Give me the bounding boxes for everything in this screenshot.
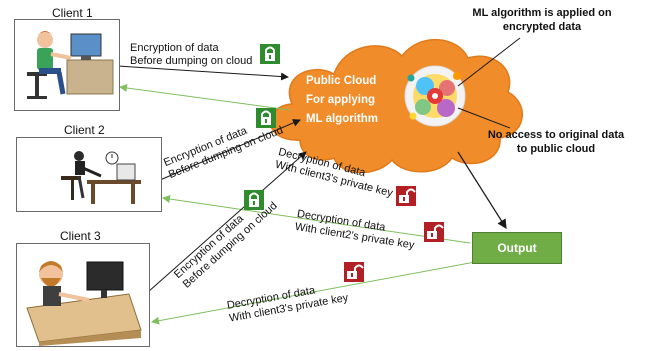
locked-padlock-icon [260,44,280,64]
client1-label: Client 1 [52,6,93,20]
client1-encryption-label: Encryption of data Before dumping on clo… [130,42,253,67]
arrow-client1-to-cloud [117,65,289,81]
client1-illustration [14,19,120,111]
pointer-ml-applied [457,37,521,87]
output-box: Output [472,232,562,264]
arrow-output-to-client2 [162,195,471,244]
bearded-man-at-computer-icon [26,261,142,346]
arrow-output-to-client3 [151,261,476,325]
arrow-cloud-to-client1 [119,83,291,111]
cloud-subtitle-1: For applying [306,94,375,106]
unlocked-padlock-icon [424,222,444,242]
unlocked-padlock-icon [396,186,416,206]
ml-gears-image [404,65,466,127]
person-at-computer-icon [27,31,114,99]
arrow-client2-to-cloud [159,119,301,181]
client3-illustration [16,243,150,347]
arrow-client3-to-cloud [147,151,307,293]
person-at-desk-icon [61,151,141,204]
unlocked-padlock-icon [344,262,364,282]
arrow-cloud-to-output [457,151,507,230]
client2-illustration [16,137,162,212]
locked-padlock-icon [256,108,276,128]
ml-applied-annotation: ML algorithm is applied on encrypted dat… [472,7,612,33]
cloud-title: Public Cloud [306,75,377,87]
no-access-annotation: No access to original data to public clo… [487,129,625,155]
client2-label: Client 2 [64,123,105,137]
cloud-text: Public Cloud For applying ML algorithm [306,72,416,129]
pointer-no-access [457,107,511,129]
locked-padlock-icon [244,190,264,210]
client3-label: Client 3 [60,229,101,243]
cloud-subtitle-2: ML algorithm [306,113,378,125]
